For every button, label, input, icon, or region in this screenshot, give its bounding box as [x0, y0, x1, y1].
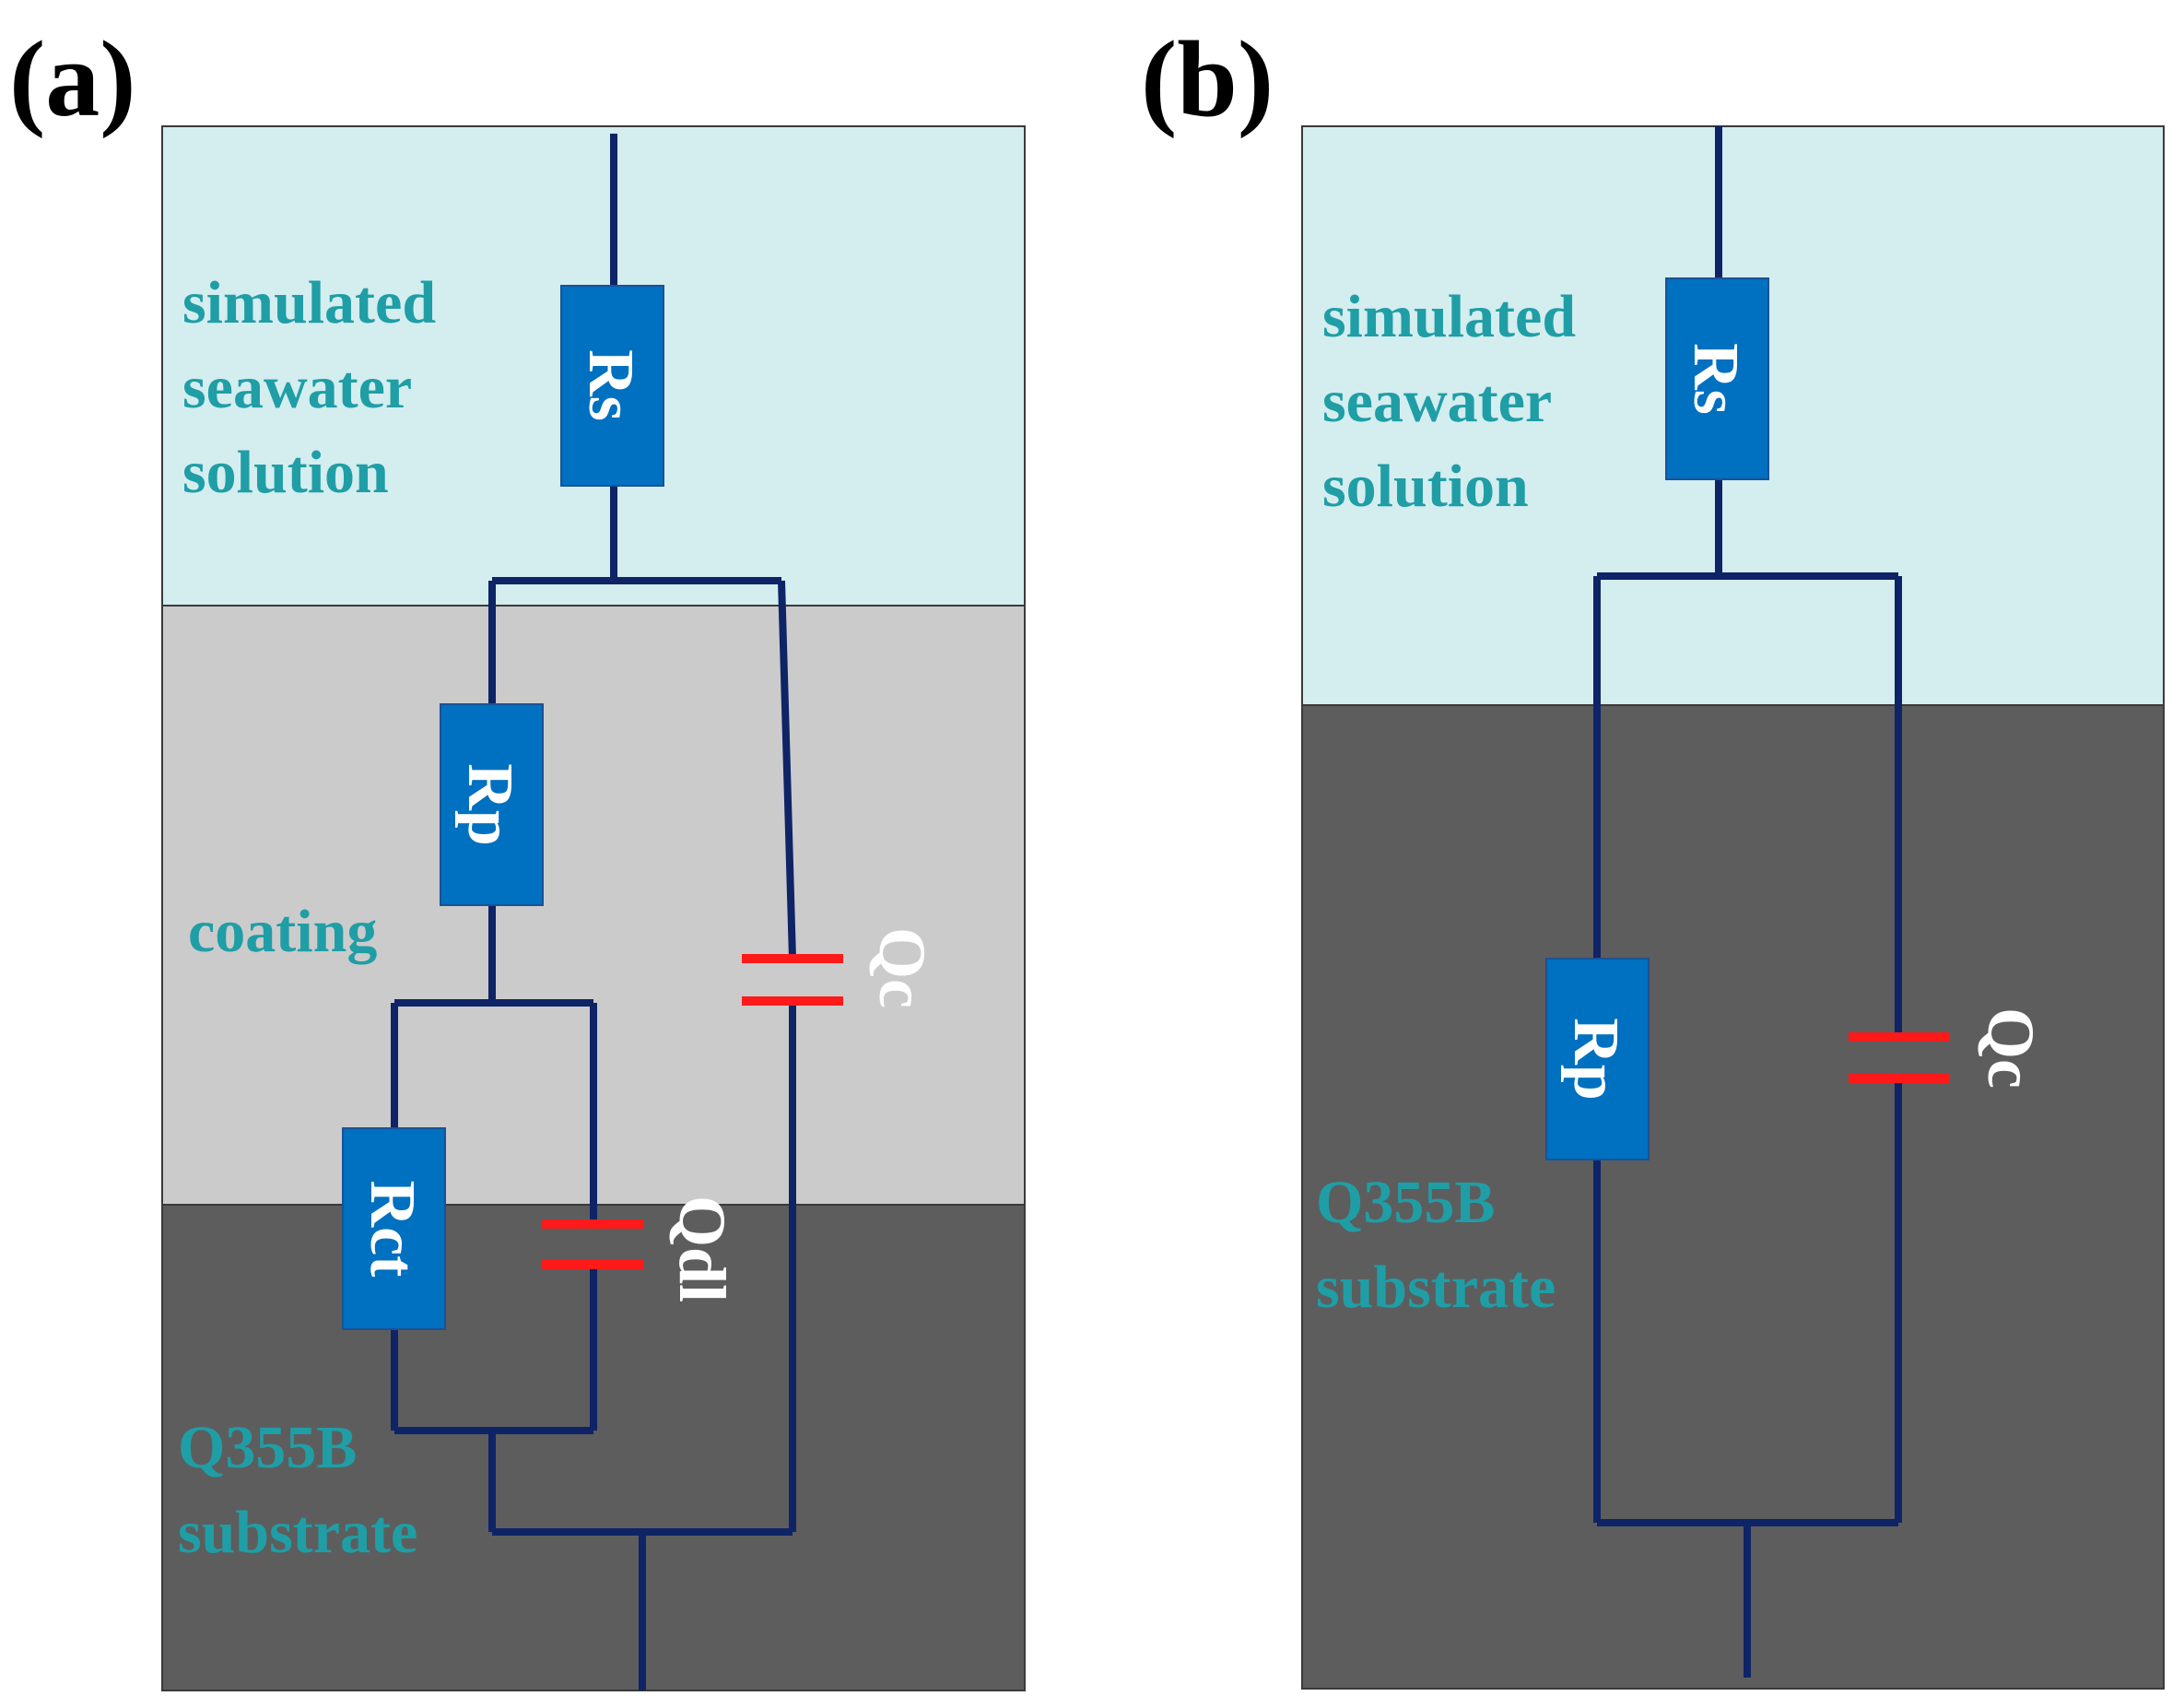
panel-a-solution-label: simulated seawater solution — [182, 269, 452, 506]
panel-a-wires — [391, 134, 796, 1690]
panel-a-rct-label: Rct — [357, 1181, 428, 1278]
panel-b-border — [1301, 125, 2165, 1690]
panel-a-rp-label: Rp — [454, 763, 525, 845]
panel-a-qc-capacitor: Qc — [742, 927, 939, 1008]
panel-b: (b) simulated seawater solution Q355B su… — [1141, 18, 2165, 1690]
panel-b-solution-label: simulated seawater solution — [1322, 283, 1591, 520]
panel-a: (a) simulated seawater solution coating … — [9, 18, 1026, 1691]
panel-b-rs-label: Rs — [1680, 343, 1751, 415]
panel-a-rs-resistor: Rs — [560, 285, 664, 487]
panel-a-rs-label: Rs — [575, 349, 646, 421]
panel-a-qc-label: Qc — [865, 927, 939, 1008]
panel-b-rp-resistor: Rp — [1545, 958, 1650, 1160]
panel-a-qdl-label: Qdl — [665, 1196, 739, 1302]
panel-b-qc-label: Qc — [1974, 1007, 2048, 1089]
panel-b-qc-capacitor: Qc — [1849, 1007, 2048, 1089]
panel-a-substrate-label: Q355B substrate — [178, 1414, 417, 1566]
panel-b-wires — [1593, 126, 1902, 1678]
panel-b-label: (b) — [1141, 18, 1274, 139]
panel-a-coating-label: coating — [188, 898, 377, 965]
panel-a-rct-resistor: Rct — [342, 1127, 446, 1330]
panel-a-border — [161, 125, 1026, 1691]
panel-b-rs-resistor: Rs — [1665, 277, 1769, 480]
panel-a-rp-resistor: Rp — [440, 703, 544, 906]
panel-a-label: (a) — [9, 18, 136, 139]
panel-b-rp-label: Rp — [1560, 1018, 1631, 1100]
panel-b-substrate-label: Q355B substrate — [1316, 1169, 1556, 1321]
panel-a-qdl-capacitor: Qdl — [542, 1196, 739, 1302]
